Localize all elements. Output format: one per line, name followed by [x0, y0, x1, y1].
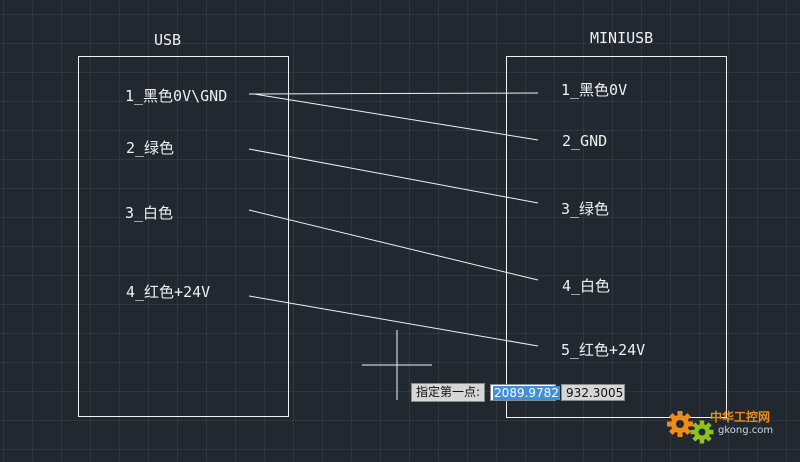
watermark-url: gkong.com — [718, 425, 774, 436]
miniusb-title: MINIUSB — [590, 29, 654, 47]
usb-pin-3: 3_白色 — [125, 204, 174, 222]
wire-white — [248, 209, 539, 281]
miniusb-connector-box — [506, 56, 727, 418]
usb-pin-1: 1_黑色0V\GND — [125, 87, 228, 105]
command-prompt[interactable]: 指定第一点: 2089.9782 932.3005 — [411, 383, 626, 402]
wire-pin1-to-0v — [248, 92, 539, 95]
usb-title: USB — [154, 31, 182, 49]
miniusb-pin-3: 3_绿色 — [561, 200, 610, 218]
x-coordinate-input[interactable]: 2089.9782 — [490, 384, 560, 401]
wire-green — [248, 148, 539, 204]
watermark-site-name: 中华工控网 — [710, 410, 771, 424]
usb-connector-box — [78, 56, 289, 417]
wire-red — [248, 295, 539, 347]
y-coordinate-input[interactable]: 932.3005 — [561, 384, 626, 401]
wire-pin1-to-gnd — [253, 93, 539, 141]
prompt-label: 指定第一点: — [411, 383, 486, 402]
usb-pin-2: 2_绿色 — [126, 139, 175, 157]
miniusb-pin-2: 2_GND — [562, 132, 608, 150]
x-coordinate-value: 2089.9782 — [493, 386, 560, 400]
usb-pin-4: 4_红色+24V — [126, 283, 211, 301]
miniusb-pin-1: 1_黑色0V — [561, 81, 628, 99]
gear-icon — [667, 411, 714, 444]
miniusb-pin-5: 5_红色+24V — [561, 341, 646, 359]
miniusb-pin-4: 4_白色 — [562, 277, 611, 295]
gkong-watermark: 中华工控网 gkong.com — [664, 404, 794, 452]
